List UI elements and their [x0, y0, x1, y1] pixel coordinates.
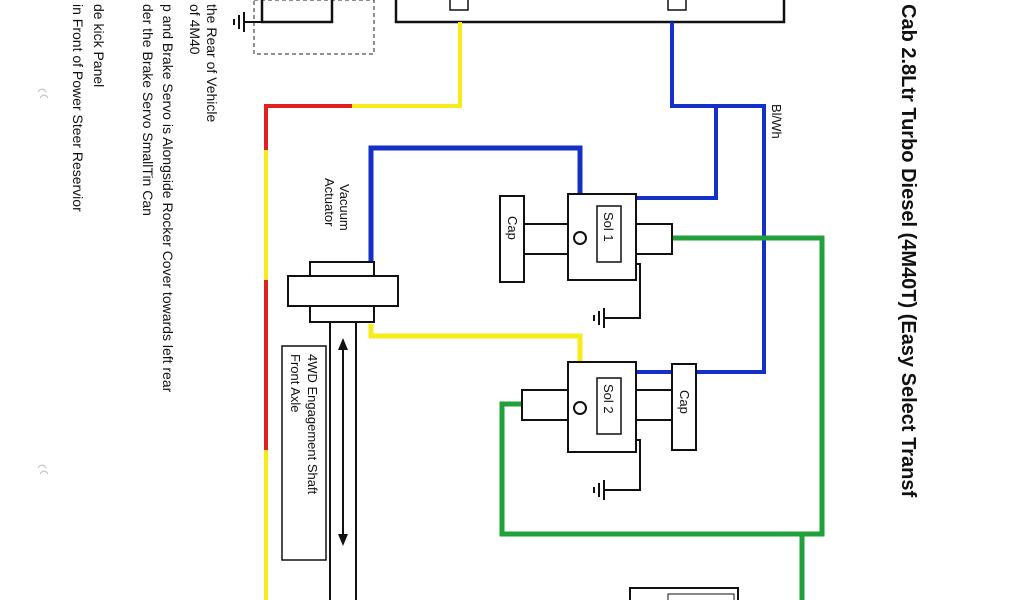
- note-4m40: of 4M40: [187, 4, 203, 55]
- label-sol2: Sol 2: [601, 384, 616, 414]
- label-cap-2: Cap: [677, 390, 692, 414]
- note-kick-panel: de kick Panel: [91, 4, 107, 87]
- scan-marks: [37, 88, 49, 475]
- sol1-port-icon: [573, 231, 587, 245]
- diagram-title: Cab 2.8Ltr Turbo Diesel (4M40T) (Easy Se…: [897, 4, 919, 497]
- label-actuator: Actuator: [322, 178, 337, 227]
- relay-box: [233, 0, 375, 55]
- hose-blue-sol1: [368, 145, 583, 262]
- sol1-right-port: [635, 223, 673, 255]
- label-vacuum: Vacuum: [337, 184, 352, 231]
- hose-green-sol1: [499, 235, 825, 537]
- ecu-module: [394, 0, 786, 24]
- ecu-terminal-right: [667, 0, 687, 11]
- note-small-tin-can: der the Brake Servo SmallTin Can: [140, 4, 156, 216]
- label-shaft-2: Front Axle: [288, 354, 303, 413]
- label-shaft-1: 4WD Engagement Shaft: [305, 354, 320, 495]
- shaft-label-box: [281, 345, 327, 561]
- engagement-shaft: 4WD Engagement Shaft Front Axle: [281, 321, 357, 600]
- sol2-label-box: [596, 377, 622, 435]
- shaft-arrow-up-icon: [338, 338, 348, 350]
- vacuum-actuator: Vacuum Actuator: [287, 178, 399, 323]
- sol2-cap-box: [671, 363, 697, 451]
- actuator-cap: [309, 261, 375, 277]
- sol2-right-port: [635, 389, 677, 421]
- sol2-port-icon: [573, 401, 587, 415]
- notes-column: the Rear of Vehicle of 4M40 p and Brake …: [70, 4, 220, 393]
- actuator-base: [309, 305, 375, 323]
- sol1-left-port: [523, 223, 569, 255]
- note-rear-of-vehicle: the Rear of Vehicle: [204, 4, 220, 123]
- wire-blwh-ecu: [636, 22, 766, 374]
- ecu-terminal-left: [449, 0, 469, 11]
- actuator-body: [287, 275, 399, 307]
- solenoid-1: Cap Sol 1: [499, 193, 673, 328]
- sol1-label-box: [596, 205, 622, 263]
- wire-yellow-ecu: [352, 22, 462, 108]
- wire-ground-sol1: [604, 263, 641, 319]
- solenoid-2: Sol 2 Cap: [521, 361, 697, 500]
- wire-ground-sol2: [604, 439, 641, 491]
- relay-body: [260, 0, 334, 24]
- label-sol1: Sol 1: [601, 212, 616, 242]
- sol2-left-port: [521, 389, 569, 421]
- relay-dashed-box: [253, 0, 375, 55]
- ground-icon: [593, 308, 605, 328]
- bottom-component: [629, 587, 739, 600]
- ground-icon: [233, 12, 245, 32]
- ground-icon: [593, 480, 605, 500]
- bottom-inner-box: [667, 593, 735, 600]
- ecu-body: [394, 0, 786, 24]
- wire-blwh-sol1: [636, 106, 718, 200]
- shaft-arrow-down-icon: [338, 534, 348, 546]
- note-power-steer: in Front of Power Steer Reservior: [70, 4, 86, 212]
- label-cap-1: Cap: [505, 216, 520, 240]
- label-blwh: Bl/Wh: [769, 104, 784, 139]
- note-brake-servo: p and Brake Servo is Alongside Rocker Co…: [160, 4, 176, 393]
